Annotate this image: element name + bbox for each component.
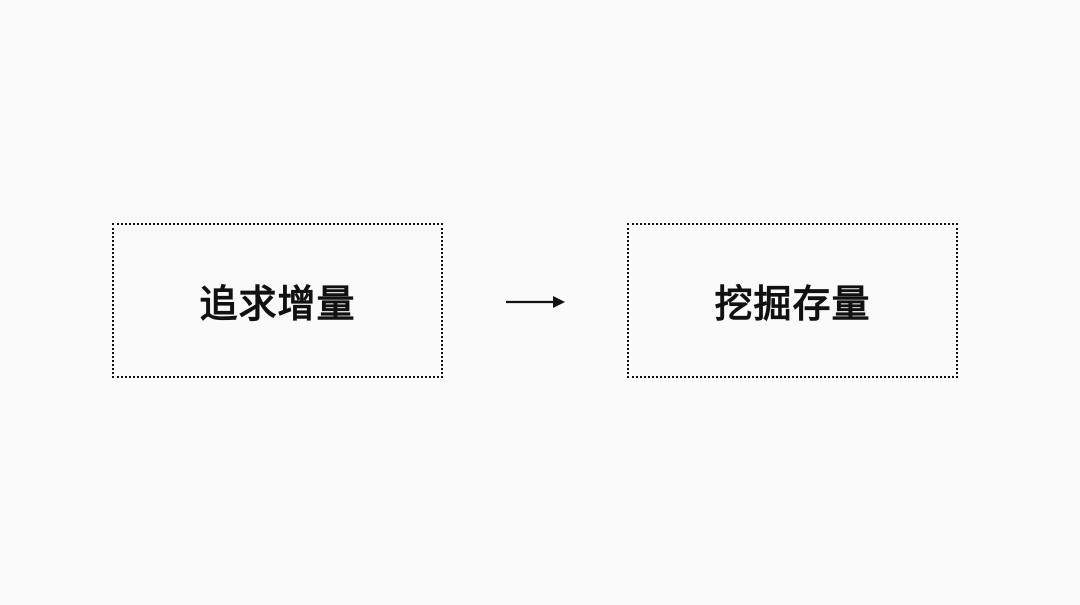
node-right-label: 挖掘存量	[714, 282, 871, 326]
node-left-box: 追求增量	[112, 223, 443, 378]
arrow-right-icon	[506, 296, 565, 308]
node-left-label: 追求增量	[199, 282, 356, 326]
node-right-box: 挖掘存量	[627, 223, 958, 378]
